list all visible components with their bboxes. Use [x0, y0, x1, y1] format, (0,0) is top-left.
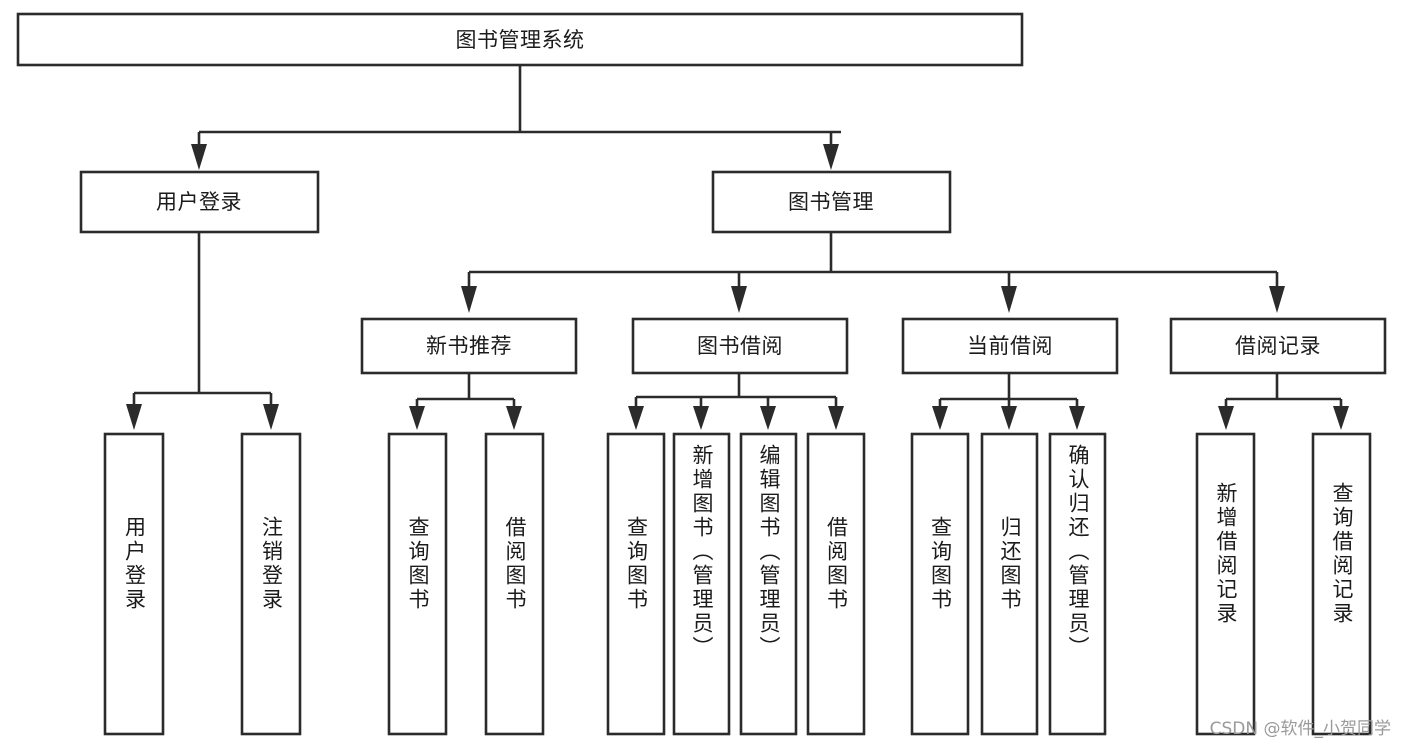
node-leaf-query-book-2[interactable] [606, 432, 666, 736]
connector-root-to-level2 [191, 65, 841, 170]
node-leaf-user-login[interactable] [103, 432, 165, 736]
node-leaf-logout[interactable] [240, 432, 302, 736]
node-book-borrow[interactable]: 图书借阅 [631, 317, 849, 375]
node-leaf-query-borrow-record[interactable] [1311, 432, 1372, 736]
node-current-borrow-label: 当前借阅 [967, 334, 1053, 358]
connector-userlogin-to-leaves [126, 232, 279, 430]
node-leaf-add-borrow-record[interactable] [1195, 432, 1256, 736]
connector-newbook-to-leaves [409, 373, 522, 430]
node-new-book-recommend[interactable]: 新书推荐 [360, 317, 578, 375]
connector-currentborrow-to-leaves [932, 373, 1085, 430]
connector-bookborrow-to-leaves [628, 373, 844, 430]
connector-bookmgmt-to-level3 [461, 232, 1285, 313]
node-book-management[interactable]: 图书管理 [711, 170, 952, 234]
node-leaf-borrow-book-2[interactable] [806, 432, 866, 736]
node-root[interactable]: 图书管理系统 [16, 12, 1024, 67]
node-book-borrow-label: 图书借阅 [697, 334, 783, 358]
csdn-watermark: CSDN @软件_小贺同学 [1209, 719, 1391, 739]
node-leaf-return-book[interactable] [980, 432, 1039, 736]
node-borrow-record[interactable]: 借阅记录 [1169, 317, 1387, 375]
node-user-login[interactable]: 用户登录 [79, 170, 320, 234]
connector-borrowrecord-to-leaves [1218, 373, 1349, 430]
node-leaf-query-book-3[interactable] [910, 432, 970, 736]
node-borrow-record-label: 借阅记录 [1235, 334, 1321, 358]
node-root-label: 图书管理系统 [456, 28, 585, 52]
node-new-book-recommend-label: 新书推荐 [426, 334, 512, 358]
node-leaf-edit-book-admin[interactable] [739, 432, 798, 736]
node-leaf-add-book-admin[interactable] [672, 432, 731, 736]
node-book-management-label: 图书管理 [788, 190, 874, 214]
node-leaf-borrow-book-1[interactable] [484, 432, 545, 736]
node-current-borrow[interactable]: 当前借阅 [901, 317, 1119, 375]
node-user-login-label: 用户登录 [156, 190, 242, 214]
node-leaf-confirm-return-admin[interactable] [1048, 432, 1107, 736]
node-leaf-query-book-1[interactable] [387, 432, 448, 736]
